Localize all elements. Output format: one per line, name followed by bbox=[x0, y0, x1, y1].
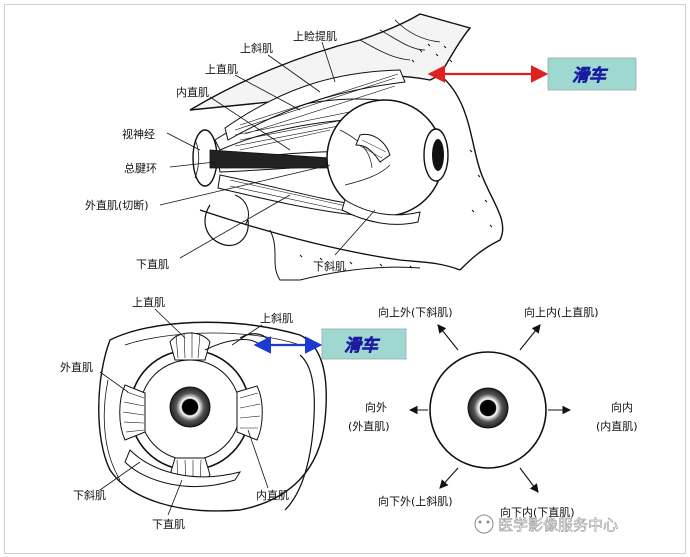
label-down-in: 向下内(下直肌) bbox=[500, 505, 575, 519]
label-down-out: 向下外(上斜肌) bbox=[378, 494, 453, 508]
label-in-muscle: (内直肌) bbox=[596, 419, 638, 433]
label-bl-superior-rectus: 上直肌 bbox=[132, 295, 165, 309]
label-levator: 上睑提肌 bbox=[293, 30, 337, 43]
bottom-right-directions: 向上外(下斜肌) 向上内(上直肌) 向外 (外直肌) 向内 (内直肌) 向下外(… bbox=[348, 305, 638, 519]
label-out-muscle: (外直肌) bbox=[348, 419, 390, 433]
arrow-down-out bbox=[439, 467, 459, 489]
leader-bl-superior-oblique bbox=[231, 324, 263, 346]
leader-lateral-rectus bbox=[159, 164, 331, 206]
label-bl-superior-oblique: 上斜肌 bbox=[260, 312, 293, 325]
label-superior-rectus: 上直肌 bbox=[205, 62, 238, 76]
label-bl-inferior-oblique: 下斜肌 bbox=[73, 489, 106, 502]
label-bl-lateral-rectus: 外直肌 bbox=[60, 360, 93, 374]
leader-tendon-ring bbox=[169, 161, 216, 168]
trochlea-label-bottom: 滑车 bbox=[344, 336, 381, 356]
arrow-down-in bbox=[519, 467, 539, 493]
bottom-left-front-view: 上直肌 上斜肌 外直肌 下斜肌 内直肌 下直肌 滑车 bbox=[60, 295, 407, 531]
watermark-text: 医学影像服务中心 bbox=[498, 516, 618, 534]
label-lateral-rectus-cut: 外直肌(切断) bbox=[85, 198, 149, 212]
label-bl-medial-rectus: 内直肌 bbox=[256, 488, 289, 502]
leader-bl-inferior-oblique bbox=[99, 461, 141, 491]
leader-levator bbox=[321, 41, 336, 83]
arrow-up-in bbox=[519, 324, 541, 351]
label-in-title: 向内 bbox=[611, 400, 633, 414]
leader-bl-medial-rectus bbox=[247, 429, 269, 489]
leader-inferior-rectus bbox=[179, 194, 291, 259]
label-bl-inferior-rectus: 下直肌 bbox=[152, 517, 185, 531]
label-inferior-oblique: 下斜肌 bbox=[313, 260, 346, 273]
trochlea-callout-top bbox=[547, 57, 637, 91]
label-tendon-ring: 总腱环 bbox=[124, 161, 157, 175]
label-inferior-rectus: 下直肌 bbox=[136, 257, 169, 271]
label-up-in: 向上内(上直肌) bbox=[524, 305, 599, 319]
figure-frame bbox=[4, 4, 686, 554]
leader-medial-rectus bbox=[209, 96, 291, 151]
label-superior-oblique: 上斜肌 bbox=[240, 42, 273, 55]
leader-inferior-oblique bbox=[334, 209, 376, 256]
leader-bl-lateral-rectus bbox=[99, 371, 129, 393]
leader-optic-nerve bbox=[166, 132, 201, 151]
leader-bl-superior-rectus bbox=[154, 308, 186, 339]
arrow-up-out bbox=[437, 324, 459, 351]
leader-bl-inferior-rectus bbox=[167, 479, 183, 516]
label-optic-nerve: 视神经 bbox=[122, 127, 155, 141]
leader-superior-oblique bbox=[267, 54, 321, 93]
top-orbit-diagram: 上睑提肌 上斜肌 上直肌 内直肌 视神经 总腱环 外直肌(切断) 下直肌 下斜肌… bbox=[85, 13, 637, 281]
label-out-title: 向外 bbox=[365, 400, 387, 414]
label-medial-rectus: 内直肌 bbox=[176, 85, 209, 99]
label-up-out: 向上外(下斜肌) bbox=[378, 305, 453, 319]
watermark: 医学影像服务中心 bbox=[474, 514, 618, 534]
leader-superior-rectus bbox=[234, 74, 301, 111]
trochlea-label-top: 滑车 bbox=[572, 66, 609, 86]
trochlea-callout-bottom bbox=[321, 328, 407, 360]
